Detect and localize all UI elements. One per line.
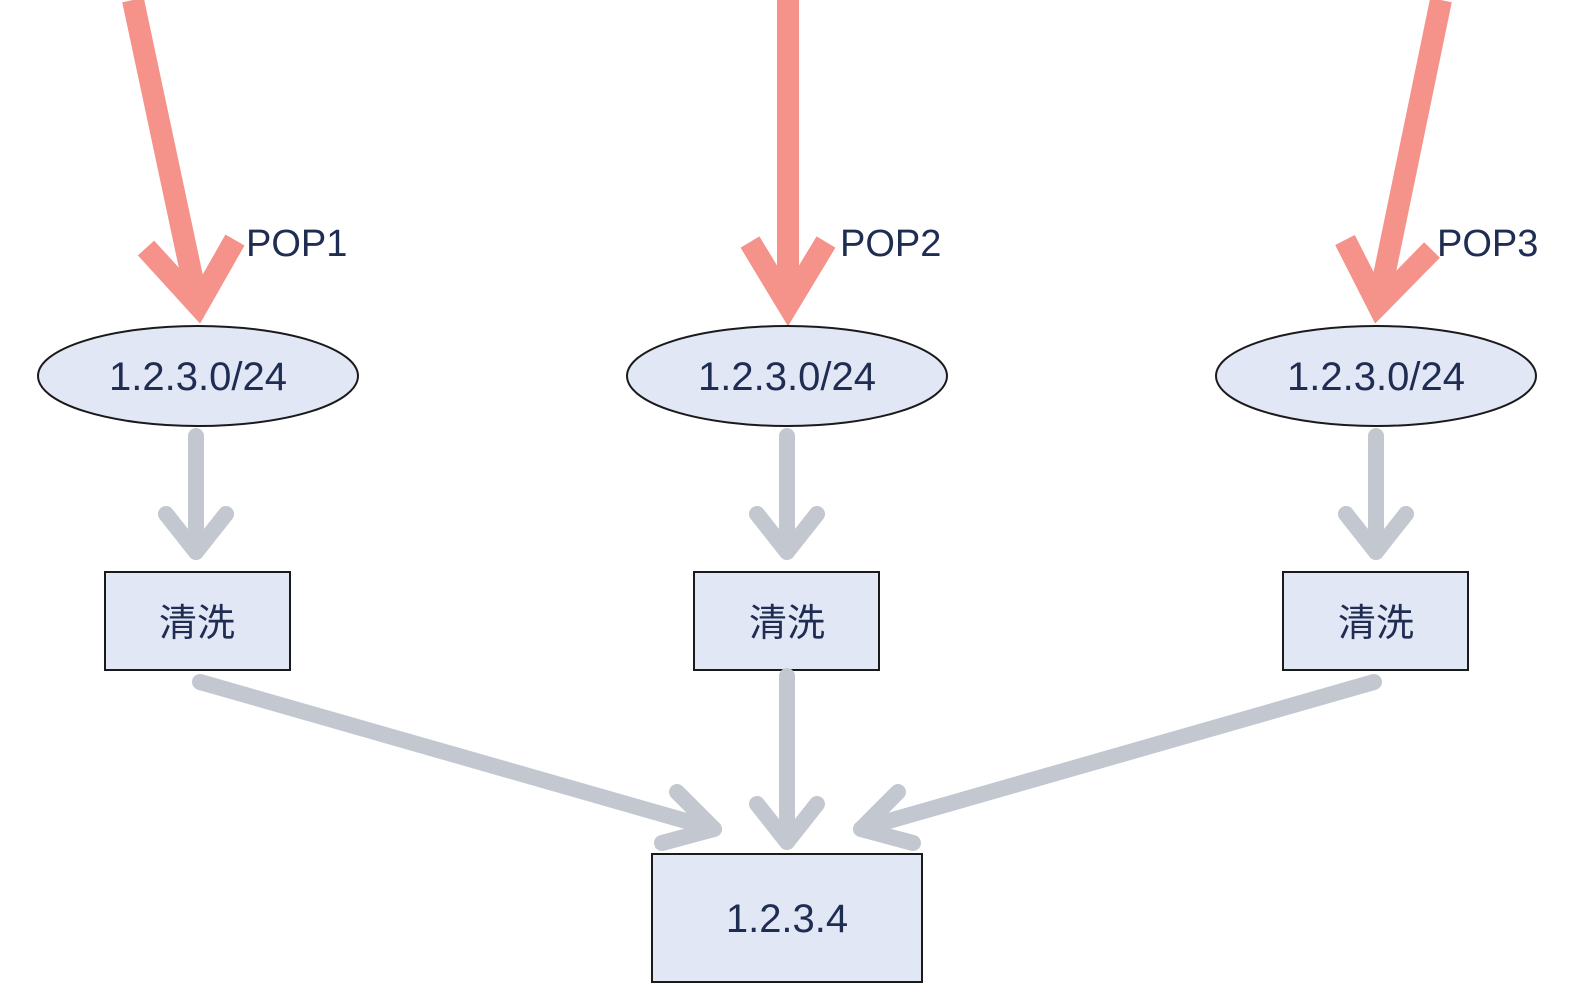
flow-arrow-prefix-to-clean-pop3 [1338,428,1414,560]
prefix-node-pop2: 1.2.3.0/24 [626,325,948,427]
flow-arrow-clean-to-target-pop1 [192,674,722,851]
clean-label-pop2: 清洗 [749,601,825,645]
flow-arrow-prefix-to-clean-pop2 [749,428,825,560]
clean-node-pop3: 清洗 [1282,571,1469,671]
attack-arrow-pop2 [740,0,836,327]
prefix-node-pop1: 1.2.3.0/24 [37,325,359,427]
prefix-label-pop1: 1.2.3.0/24 [109,355,287,399]
clean-node-pop2: 清洗 [693,571,880,671]
pop3-label: POP3 [1437,223,1538,265]
prefix-node-pop3: 1.2.3.0/24 [1215,325,1537,427]
clean-label-pop1: 清洗 [159,601,235,645]
flow-arrow-clean-to-target-pop2 [749,668,825,850]
target-node: 1.2.3.4 [651,853,923,983]
clean-node-pop1: 清洗 [104,571,291,671]
prefix-label-pop2: 1.2.3.0/24 [698,355,876,399]
prefix-label-pop3: 1.2.3.0/24 [1287,355,1465,399]
pop2-label: POP2 [840,223,941,265]
attack-arrow-pop3 [1335,0,1452,324]
flow-arrow-clean-to-target-pop3 [853,674,1382,851]
attack-arrow-pop1 [122,0,245,324]
pop1-label: POP1 [246,223,347,265]
target-label: 1.2.3.4 [726,897,848,941]
flow-arrow-prefix-to-clean-pop1 [158,428,234,560]
clean-label-pop3: 清洗 [1338,601,1414,645]
